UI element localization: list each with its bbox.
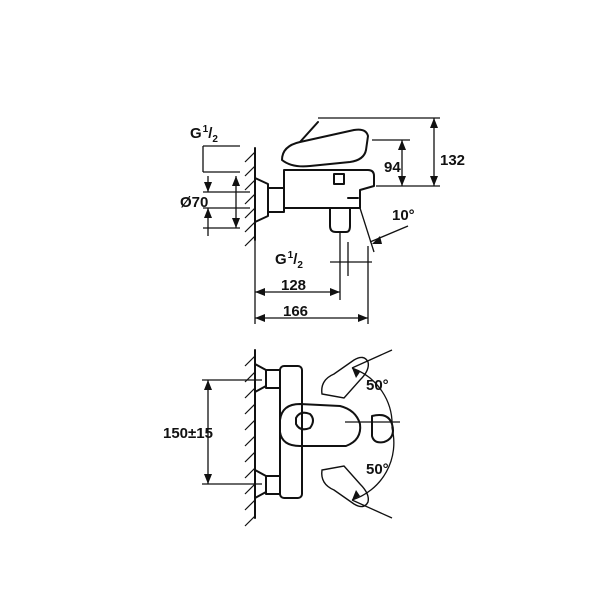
dim-150: 150±15 (163, 425, 213, 442)
thread-num: 1 (288, 250, 294, 261)
thread-label-bottom: G1/2 (275, 250, 303, 271)
thread-g: G (190, 125, 202, 142)
angle-upper-label: 50° (366, 377, 389, 394)
handle-center (279, 403, 362, 447)
thread-label-top: G1/2 (190, 124, 218, 145)
handle-detail (295, 411, 314, 431)
dim-132: 132 (440, 152, 465, 169)
side-view: 94 132 10° G1/2 128 166 (180, 117, 465, 324)
lever-top-line (299, 121, 319, 143)
angle-lower-leader (351, 499, 393, 519)
thread-num: 1 (203, 124, 209, 135)
dim-128: 128 (281, 277, 306, 294)
dim-diameter: Ø70 (180, 194, 208, 211)
spout-tip (371, 414, 394, 444)
connector-upper (265, 369, 281, 389)
angle-upper-leader (351, 349, 393, 369)
mixer-body-top (279, 365, 303, 499)
wall-connector (267, 187, 285, 213)
escutcheon-upper (254, 363, 267, 393)
thread-g: G (275, 251, 287, 268)
angle-10-label: 10° (392, 207, 415, 224)
dim-94: 94 (384, 159, 401, 176)
mixer-body (283, 169, 375, 209)
wall-hatching (244, 355, 256, 527)
diverter-knob (333, 173, 345, 185)
lever-handle (281, 128, 369, 168)
thread-den: 2 (297, 260, 303, 271)
wall-hatching (244, 151, 256, 247)
top-view: 50° 50° 150±15 (163, 349, 400, 527)
angle-upper-arc (351, 367, 393, 429)
handle-rotated-down (321, 465, 370, 508)
angle-lower-arc (351, 427, 395, 501)
escutcheon (254, 177, 269, 223)
angle-10-leader (369, 225, 409, 243)
spout (329, 207, 351, 233)
thread-den: 2 (212, 134, 218, 145)
connector-lower (265, 475, 281, 495)
dim-166: 166 (283, 303, 308, 320)
angle-lower-label: 50° (366, 461, 389, 478)
